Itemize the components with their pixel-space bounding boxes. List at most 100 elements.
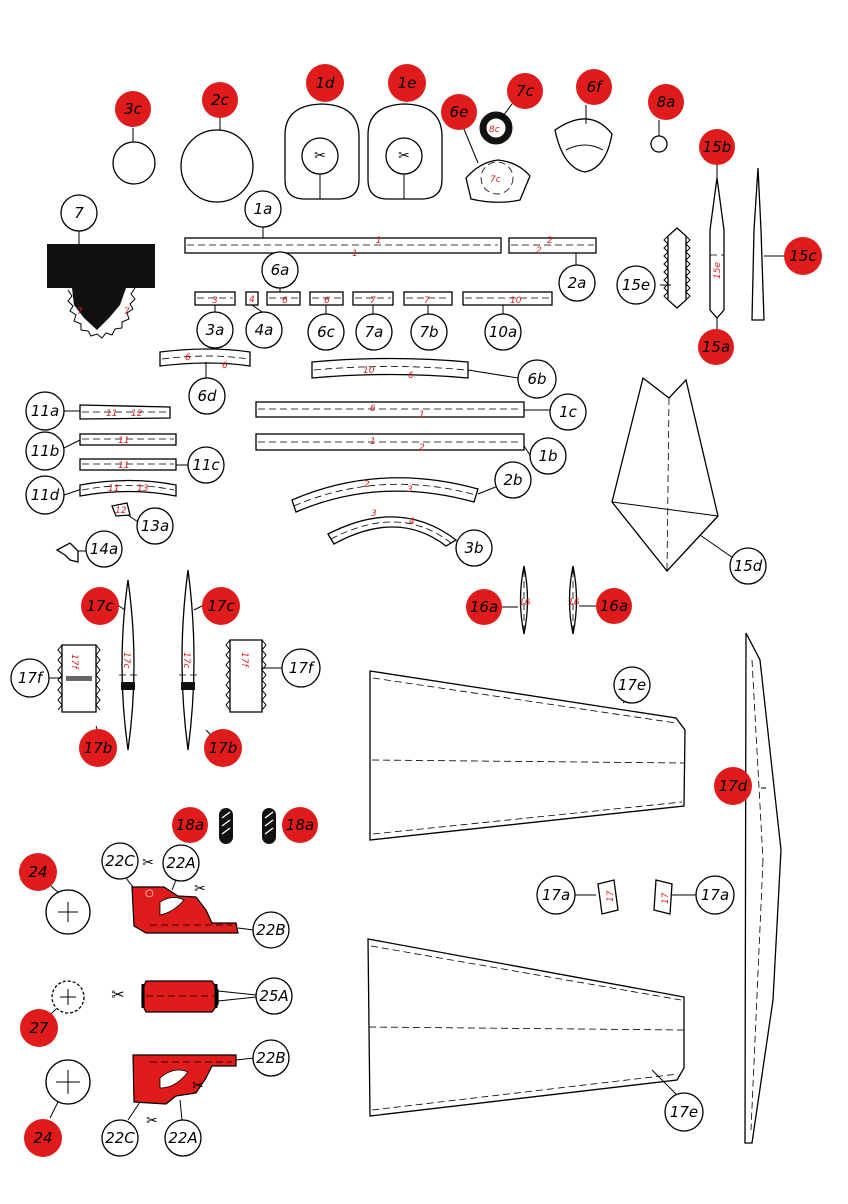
svg-text:11: 11 bbox=[108, 484, 119, 494]
part-2a: 2 2 2a bbox=[508, 236, 597, 302]
label-14a: 14a bbox=[90, 540, 118, 558]
svg-text:4: 4 bbox=[249, 295, 255, 305]
part-1b: 1 2 1b bbox=[255, 433, 567, 475]
svg-text:17c: 17c bbox=[121, 652, 131, 668]
label-17f-right: 17f bbox=[289, 659, 316, 677]
label-6d: 6d bbox=[197, 387, 217, 405]
label-6b: 6b bbox=[527, 370, 546, 388]
part-15a: 15a bbox=[698, 318, 734, 365]
part-22-top: ○ 22C ✂ 22A ✂ 22B bbox=[101, 842, 290, 949]
svg-text:13: 13 bbox=[137, 484, 149, 494]
part-18a-right: 18a bbox=[262, 807, 318, 844]
part-7c: 8c 7c bbox=[479, 73, 543, 145]
label-25A: 25A bbox=[259, 987, 288, 1005]
label-18a-right: 18a bbox=[286, 816, 314, 834]
svg-text:6: 6 bbox=[282, 296, 288, 306]
part-17f-right: 17f 17f bbox=[225, 639, 321, 713]
label-3c: 3c bbox=[124, 100, 143, 118]
svg-text:12: 12 bbox=[131, 409, 143, 419]
label-10a: 10a bbox=[489, 323, 517, 341]
scissors-icon: ✂ bbox=[398, 148, 410, 164]
label-2a: 2a bbox=[568, 274, 587, 292]
svg-text:6: 6 bbox=[222, 361, 228, 371]
label-7c: 7c bbox=[516, 82, 535, 100]
svg-text:15e: 15e bbox=[713, 262, 723, 279]
svg-text:1: 1 bbox=[419, 410, 425, 420]
svg-text:2: 2 bbox=[364, 480, 370, 490]
part-22-bottom: 22B 22C ✂ 22A ✂ bbox=[101, 1039, 290, 1157]
part-8a: 8a bbox=[648, 84, 684, 153]
label-2c: 2c bbox=[211, 91, 230, 109]
svg-text:11: 11 bbox=[118, 436, 129, 446]
svg-text:1: 1 bbox=[376, 236, 382, 246]
label-22B-top: 22B bbox=[256, 921, 285, 939]
part-11a: 11a 11 12 bbox=[25, 391, 171, 431]
svg-text:12: 12 bbox=[115, 506, 127, 516]
part-1a: 1a 1 1 bbox=[184, 190, 502, 259]
svg-text:2: 2 bbox=[547, 236, 553, 246]
label-3b: 3b bbox=[464, 539, 483, 557]
label-7a: 7a bbox=[365, 323, 384, 341]
part-18a-left: 18a bbox=[172, 807, 233, 844]
label-15e: 15e bbox=[622, 276, 650, 294]
svg-text:4: 4 bbox=[409, 517, 415, 527]
svg-text:3: 3 bbox=[371, 509, 377, 519]
svg-text:7: 7 bbox=[370, 296, 376, 306]
label-11d: 11d bbox=[31, 486, 60, 504]
svg-text:7c: 7c bbox=[490, 175, 501, 185]
part-11b: 11b 11 bbox=[25, 431, 177, 471]
part-16a-right: 16 16a bbox=[568, 565, 632, 635]
part-16a-left: 16 16a bbox=[466, 565, 531, 635]
part-2c: 2c bbox=[180, 82, 254, 203]
label-24-top: 24 bbox=[28, 863, 47, 881]
part-3a: 3 3a bbox=[194, 291, 236, 349]
part-24-top: 24 bbox=[19, 853, 91, 935]
part-17c-left: 17c 17c bbox=[81, 579, 137, 751]
svg-text:16: 16 bbox=[568, 598, 580, 608]
part-27: 27 bbox=[20, 980, 85, 1047]
svg-text:6: 6 bbox=[408, 371, 414, 381]
svg-text:6: 6 bbox=[324, 296, 330, 306]
part-6a: 6a bbox=[261, 251, 299, 292]
part-17f-left: 17f 17f bbox=[10, 644, 101, 713]
label-17e-lower: 17e bbox=[670, 1103, 698, 1121]
label-17a-left: 17a bbox=[542, 886, 570, 904]
svg-text:8c: 8c bbox=[489, 125, 500, 135]
label-17b-right: 17b bbox=[209, 739, 238, 757]
svg-text:17c: 17c bbox=[181, 652, 191, 668]
part-17b-left: 17b bbox=[79, 725, 117, 767]
part-11d: 11d 11 13 bbox=[25, 475, 177, 515]
scissors-icon: ✂ bbox=[194, 881, 206, 897]
label-15d: 15d bbox=[734, 557, 763, 575]
label-6e: 6e bbox=[450, 103, 469, 121]
label-17e-upper: 17e bbox=[618, 676, 646, 694]
svg-text:11: 11 bbox=[106, 409, 117, 419]
svg-text:17f: 17f bbox=[239, 652, 249, 668]
part-24-bottom: 24 bbox=[24, 1059, 91, 1157]
part-15d: 15d bbox=[611, 376, 767, 585]
label-18a-left: 18a bbox=[176, 816, 204, 834]
part-15c: 15c bbox=[751, 167, 822, 321]
label-22B-bottom: 22B bbox=[256, 1049, 285, 1067]
svg-text:6: 6 bbox=[370, 404, 376, 414]
svg-text:2: 2 bbox=[536, 246, 542, 256]
label-17f-left: 17f bbox=[18, 669, 45, 687]
svg-text:17: 17 bbox=[661, 892, 671, 904]
label-11c: 11c bbox=[192, 456, 220, 474]
svg-text:3: 3 bbox=[212, 296, 218, 306]
part-6b: 10 6 6b bbox=[311, 357, 557, 399]
part-2b: 2 3 2b bbox=[291, 461, 532, 513]
part-7: 7 7 7 bbox=[47, 194, 155, 339]
part-1c: 6 1 1c bbox=[255, 393, 587, 431]
part-17a-right: 17 17a bbox=[653, 875, 735, 915]
part-3c: 3c bbox=[112, 91, 156, 185]
part-1d: ✂ 1d bbox=[284, 64, 360, 200]
part-17d: 17d bbox=[714, 632, 782, 1144]
label-6c: 6c bbox=[317, 323, 336, 341]
label-17a-right: 17a bbox=[701, 886, 729, 904]
part-11c: 11 11c bbox=[79, 446, 225, 484]
part-7b: 7 7b bbox=[403, 291, 453, 351]
label-3a: 3a bbox=[206, 321, 225, 339]
